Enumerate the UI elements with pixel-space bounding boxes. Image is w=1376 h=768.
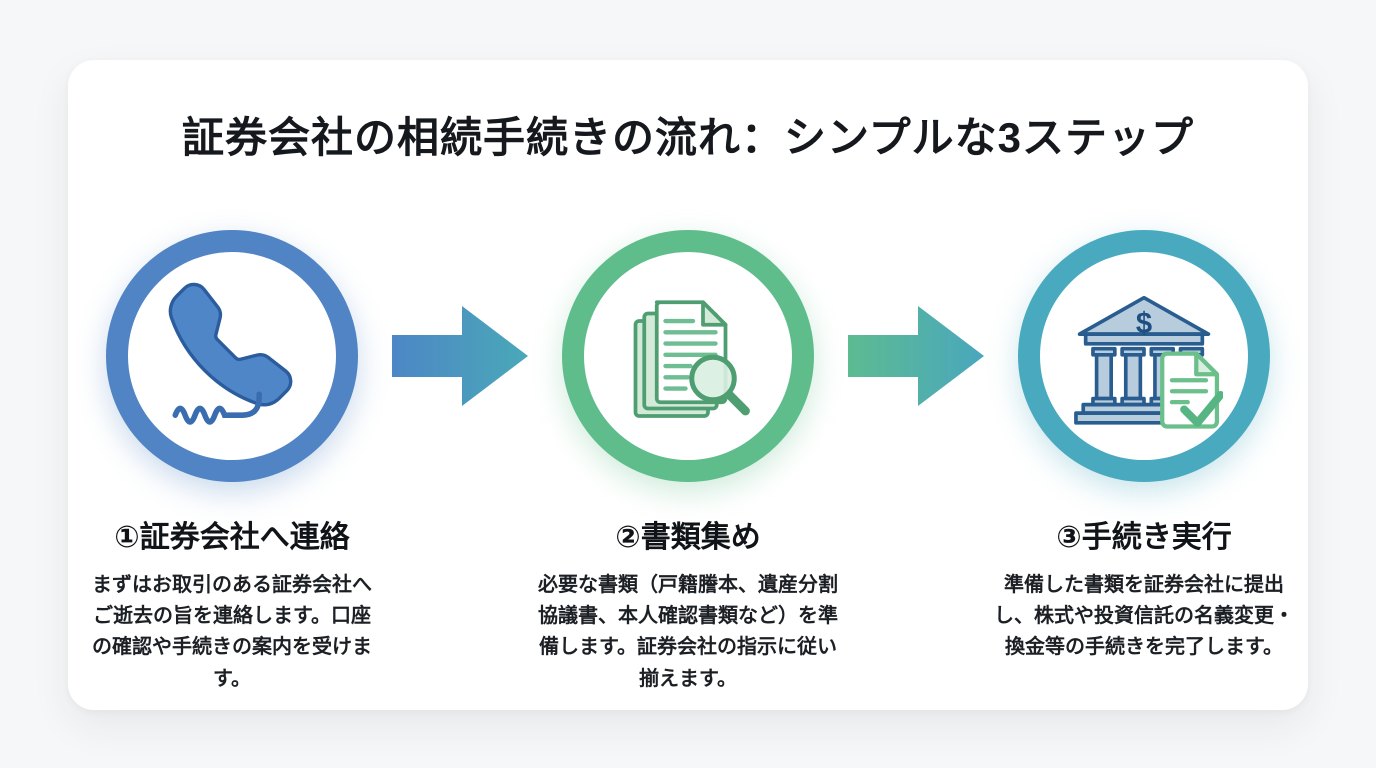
step-3-circle: $ — [1018, 230, 1270, 483]
step-1-circle — [106, 230, 358, 483]
step-2-description: 必要な書類（戸籍謄本、遺産分割協議書、本人確認書類など）を準備します。証券会社の… — [538, 574, 838, 690]
step-2-documents: ②書類集め 必要な書類（戸籍謄本、遺産分割協議書、本人確認書類など）を準備します… — [528, 230, 848, 695]
step-1-contact: ①証券会社へ連絡 まずはお取引のある証券会社へご逝去の旨を連絡します。口座の確認… — [72, 230, 392, 695]
step-3-description: 準備した書類を証券会社に提出し、株式や投資信託の名義変更・換金等の手続きを完了し… — [994, 574, 1294, 659]
phone-icon — [158, 282, 306, 430]
step-2-circle — [562, 230, 814, 483]
step-1-description: まずはお取引のある証券会社へご逝去の旨を連絡します。口座の確認や手続きの案内を受… — [92, 574, 372, 690]
step-1-heading: ①証券会社へ連絡 — [114, 521, 350, 555]
page-title: 証券会社の相続手続きの流れ：シンプルな3ステップ — [181, 114, 1195, 161]
step-3-heading: ③手続き実行 — [1056, 521, 1232, 555]
arrow-step1-to-step2 — [392, 306, 528, 407]
documents-icon — [613, 281, 763, 431]
dollar-symbol: $ — [1136, 308, 1152, 340]
infographic-card: 証券会社の相続手続きの流れ：シンプルな3ステップ ①証券会社へ連絡 まずはお取引… — [68, 60, 1308, 710]
step-2-heading: ②書類集め — [615, 521, 761, 555]
step-3-execute: $ ③手続き実行 準備した書類を証券会社に提出し、株式や投資信託の名義変更・換金… — [984, 230, 1304, 664]
bank-icon: $ — [1065, 283, 1223, 429]
arrow-step2-to-step3 — [848, 306, 984, 407]
steps-row: ①証券会社へ連絡 まずはお取引のある証券会社へご逝去の旨を連絡します。口座の確認… — [68, 230, 1308, 695]
